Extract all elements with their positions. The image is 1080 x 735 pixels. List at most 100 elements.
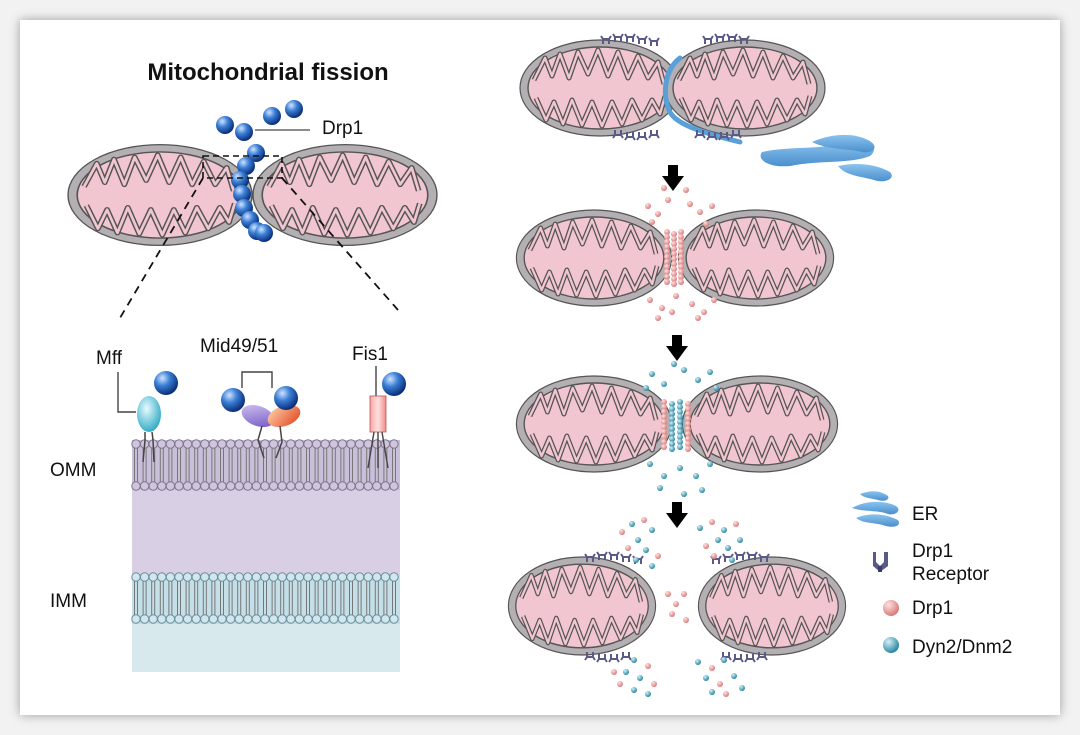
omm-lipid-head [389, 481, 399, 491]
dyn2-particle [645, 691, 651, 697]
drp1-particle [647, 297, 653, 303]
mid49-51-protein [221, 371, 301, 459]
dyn2-particle [695, 659, 701, 665]
imm-lipid-head [208, 614, 219, 624]
mff-protein [117, 371, 178, 463]
er-network [760, 134, 892, 182]
drp1-particle [703, 543, 709, 549]
imm-lipid-head [337, 572, 348, 582]
omm-lipid-head [311, 481, 322, 491]
omm-lipid-head [200, 481, 210, 491]
drp1-particle [669, 309, 675, 315]
omm-lipid-head [191, 481, 201, 491]
omm-lipid-head [311, 439, 322, 449]
imm-lipid-head [329, 572, 339, 582]
imm-lipid-head [165, 614, 176, 624]
imm-lipid-head [268, 572, 279, 582]
drp1-particle [645, 203, 651, 209]
drp1-particle [681, 591, 687, 597]
imm-lipid-head [380, 614, 391, 624]
drp1-particle [641, 517, 647, 523]
omm-lipid-head [182, 439, 193, 449]
imm-label: IMM [50, 591, 87, 612]
imm-lipid-head [157, 614, 167, 624]
dyn2-particle [681, 367, 687, 373]
omm-lipid-head [191, 439, 201, 449]
imm-lipid-head [311, 572, 322, 582]
drp1-particle [619, 529, 625, 535]
imm-lipid-head [389, 572, 399, 582]
drp1-particle [709, 665, 715, 671]
dyn2-particle [731, 673, 737, 679]
dyn2-particle [649, 371, 655, 377]
omm-lipid-head [286, 439, 296, 449]
drp1-ring-particle [661, 444, 667, 450]
dyn2-particle [637, 675, 643, 681]
dyn2-particle [699, 487, 705, 493]
legend-er-icon [852, 491, 900, 527]
drp1-ring-particle [664, 279, 670, 285]
omm-lipid-head [157, 481, 167, 491]
imm-lipid-head [139, 572, 150, 582]
omm-lipid-head [174, 439, 184, 449]
imm-lipid-head [208, 572, 219, 582]
omm-lipid-head [208, 439, 219, 449]
dyn2-particle [713, 385, 719, 391]
omm-lipid-head [303, 481, 313, 491]
imm-lipid-head [165, 572, 176, 582]
drp1-free-spheres [216, 100, 303, 141]
dyn2-particle [633, 557, 639, 563]
imm-lipid-head [217, 572, 227, 582]
legend-receptor-icon [873, 552, 888, 572]
imm-lipid-head [320, 614, 330, 624]
legend-drp1-icon [883, 600, 899, 616]
omm-lipid-head [234, 439, 244, 449]
arrow-2 [666, 335, 688, 361]
dyn2-particle [643, 547, 649, 553]
omm-lipid-head [329, 439, 339, 449]
drp1-ring-particle [685, 446, 691, 452]
imm-lipid-head [277, 572, 287, 582]
omm-lipid-head [243, 439, 253, 449]
omm-lipid-head [131, 439, 141, 449]
drp1-particle [683, 187, 689, 193]
legend-receptor-label-2: Receptor [912, 564, 990, 585]
dyn2-particle [631, 687, 637, 693]
omm-lipid-head [217, 481, 227, 491]
omm-lipid-head [148, 481, 158, 491]
dyn2-particle [647, 461, 653, 467]
omm-lipid-head [260, 439, 270, 449]
imm-lipid-head [200, 572, 210, 582]
drp1-particle [709, 203, 715, 209]
omm-lipid-head [294, 481, 305, 491]
drp1-particle [697, 209, 703, 215]
omm-lipid-head [131, 481, 141, 491]
dyn2-particle [677, 465, 683, 471]
drp1-particle [665, 197, 671, 203]
imm-lipid-head [182, 614, 193, 624]
dyn2-ring-particle [669, 446, 675, 452]
omm-lipid-head [225, 439, 236, 449]
omm-lipid-head [277, 481, 287, 491]
omm-lipid-head [268, 481, 279, 491]
imm-lipid-head [363, 614, 373, 624]
omm-lipid-head [234, 481, 244, 491]
imm-lipid-head [174, 572, 184, 582]
omm-lipid-head [346, 439, 356, 449]
omm-lipid-head [174, 481, 184, 491]
imm-lipid-head [260, 614, 270, 624]
imm-lipid-head [286, 614, 296, 624]
imm-lipid-head [174, 614, 184, 624]
drp1-particle [617, 681, 623, 687]
omm-lipid-head [372, 439, 382, 449]
dyn2-particle [649, 563, 655, 569]
omm-lipid-head [354, 481, 365, 491]
dyn2-particle [671, 361, 677, 367]
omm-lipid-head [286, 481, 296, 491]
dyn2-particle [707, 461, 713, 467]
omm-lipid-head [208, 481, 219, 491]
omm-lipid-head [165, 481, 176, 491]
omm-lipid-head [363, 481, 373, 491]
dyn2-particle [643, 385, 649, 391]
